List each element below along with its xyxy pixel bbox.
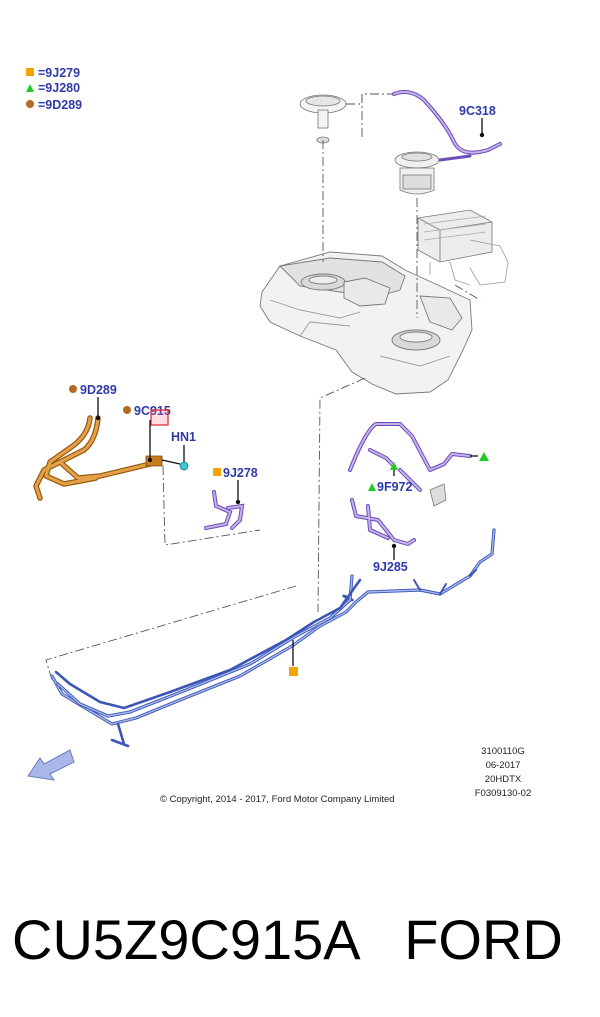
svg-text:9C318: 9C318: [459, 104, 496, 118]
marker-9j279-square-icon: [289, 667, 298, 676]
brown-marker-icon: [123, 406, 131, 414]
svg-text:F0309130-02: F0309130-02: [475, 788, 532, 799]
legend-label-9j279: =9J279: [38, 66, 80, 80]
legend: =9J279 =9J280 =9D289: [26, 66, 82, 112]
green-marker-icon: [479, 452, 489, 461]
callout-9j285: 9J285: [373, 543, 408, 574]
drawing-info: 3100110G 06-2017 20HDTX F0309130-02: [475, 746, 532, 799]
svg-text:20HDTX: 20HDTX: [485, 774, 522, 785]
callout-hn1: HN1: [161, 430, 196, 471]
legend-triangle-icon: [26, 84, 34, 92]
fuel-lines: [50, 528, 496, 748]
assembly-lines: [45, 93, 481, 681]
fuel-tank: [259, 251, 473, 395]
vapor-hose-9d289: [33, 415, 163, 501]
svg-text:9J285: 9J285: [373, 560, 408, 574]
svg-text:9J278: 9J278: [223, 466, 258, 480]
svg-text:06-2017: 06-2017: [486, 760, 521, 771]
copyright-text: © Copyright, 2014 - 2017, Ford Motor Com…: [160, 794, 395, 805]
legend-label-9d289: =9D289: [38, 98, 82, 112]
callout-9j278: 9J278: [213, 466, 258, 505]
green-marker-right: [470, 452, 489, 461]
svg-text:3100110G: 3100110G: [481, 746, 525, 757]
svg-text:HN1: HN1: [171, 430, 196, 444]
svg-text:9C915: 9C915: [134, 404, 171, 418]
clip-marker-icon: [179, 461, 189, 471]
svg-text:9D289: 9D289: [80, 383, 117, 397]
callout-9c318: 9C318: [459, 104, 496, 138]
front-direction-arrow-icon: [27, 749, 75, 781]
brown-marker-icon: [69, 385, 77, 393]
legend-square-icon: [26, 68, 34, 76]
green-marker-icon: [368, 483, 376, 491]
orange-marker-icon: [213, 468, 221, 476]
svg-text:9F972: 9F972: [377, 480, 412, 494]
callout-9d289: 9D289: [69, 383, 117, 421]
legend-circle-icon: [26, 100, 34, 108]
callout-9c915: 9C915: [123, 404, 171, 463]
fuel-pump-module: [394, 151, 440, 195]
callout-9f972: 9F972: [368, 462, 412, 494]
part-highlight-box: [150, 409, 169, 426]
green-marker-icon: [390, 462, 398, 470]
legend-label-9j280: =9J280: [38, 81, 80, 95]
fuel-sender-unit: [299, 94, 347, 144]
hose-9j278: [204, 490, 245, 530]
part-number-caption: CU5Z9C915A FORD: [12, 908, 563, 971]
vent-line-9c318: [392, 90, 502, 162]
hoses-9f972-9j285: [348, 422, 472, 546]
evap-canister: [417, 209, 509, 286]
